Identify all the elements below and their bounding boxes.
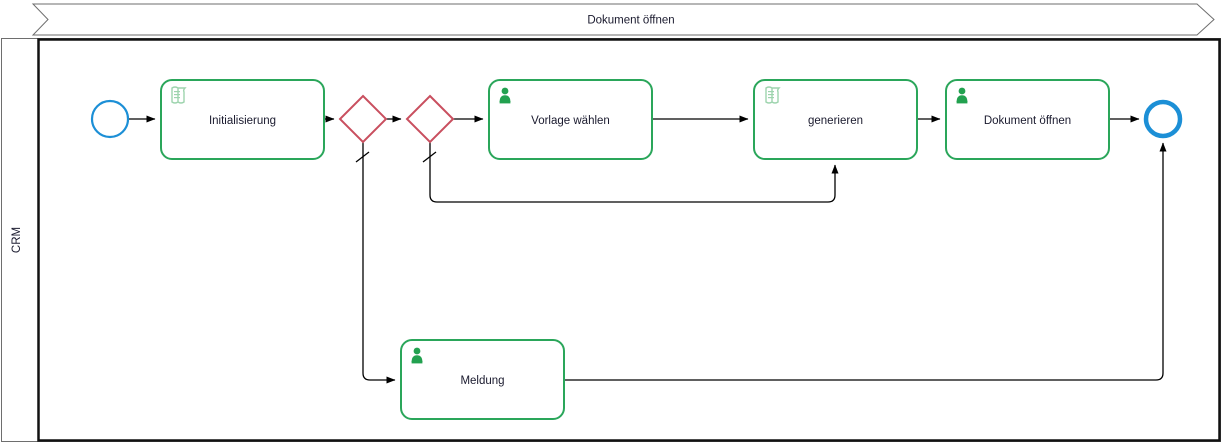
flow-gateway-2-to-generieren — [429, 142, 839, 203]
user-task-icon — [411, 347, 423, 364]
default-flow-marker-gateway-2 — [422, 151, 437, 163]
gateway-2[interactable] — [405, 94, 455, 144]
task-vorlage-waehlen-label: Vorlage wählen — [531, 115, 610, 127]
pool-title-banner: Dokument öffnen — [31, 3, 1215, 36]
task-initialisierung-label: Initialisierung — [209, 115, 276, 127]
task-initialisierung-box[interactable] — [160, 79, 325, 160]
task-dokument-oeffnen-label: Dokument öffnen — [984, 115, 1071, 127]
start-event-circle[interactable] — [90, 99, 130, 139]
task-meldung-label: Meldung — [460, 375, 504, 387]
end-event-circle[interactable] — [1143, 99, 1183, 139]
script-task-icon — [171, 86, 187, 104]
gateway-1[interactable] — [338, 94, 388, 144]
lane-label-crm: CRM — [11, 227, 23, 253]
script-task-icon — [765, 86, 781, 104]
user-task-icon — [499, 87, 511, 104]
task-dokument-oeffnen-box[interactable] — [945, 79, 1110, 160]
task-meldung-box[interactable] — [400, 339, 565, 420]
user-task-icon — [956, 87, 968, 104]
task-vorlage-waehlen[interactable]: Vorlage wählen — [488, 79, 653, 160]
task-generieren-box[interactable] — [753, 79, 918, 160]
task-meldung[interactable]: Meldung — [400, 339, 565, 420]
task-initialisierung[interactable]: Initialisierung — [160, 79, 325, 160]
task-generieren[interactable]: generieren — [753, 79, 918, 160]
start-event[interactable] — [90, 99, 130, 139]
task-dokument-oeffnen[interactable]: Dokument öffnen — [945, 79, 1110, 160]
flow-gateway-1-to-meldung — [362, 142, 396, 384]
end-event[interactable] — [1143, 99, 1183, 139]
task-generieren-label: generieren — [808, 115, 863, 127]
gateway-1-diamond[interactable] — [338, 94, 388, 144]
sequence-flows — [128, 115, 1167, 384]
flow-meldung-to-end — [564, 142, 1167, 381]
task-vorlage-waehlen-box[interactable] — [488, 79, 653, 160]
pool-title-label: Dokument öffnen — [587, 15, 674, 27]
gateway-2-diamond[interactable] — [405, 94, 455, 144]
pool-banner-shape — [31, 3, 1215, 36]
default-flow-marker-gateway-1 — [355, 151, 370, 163]
